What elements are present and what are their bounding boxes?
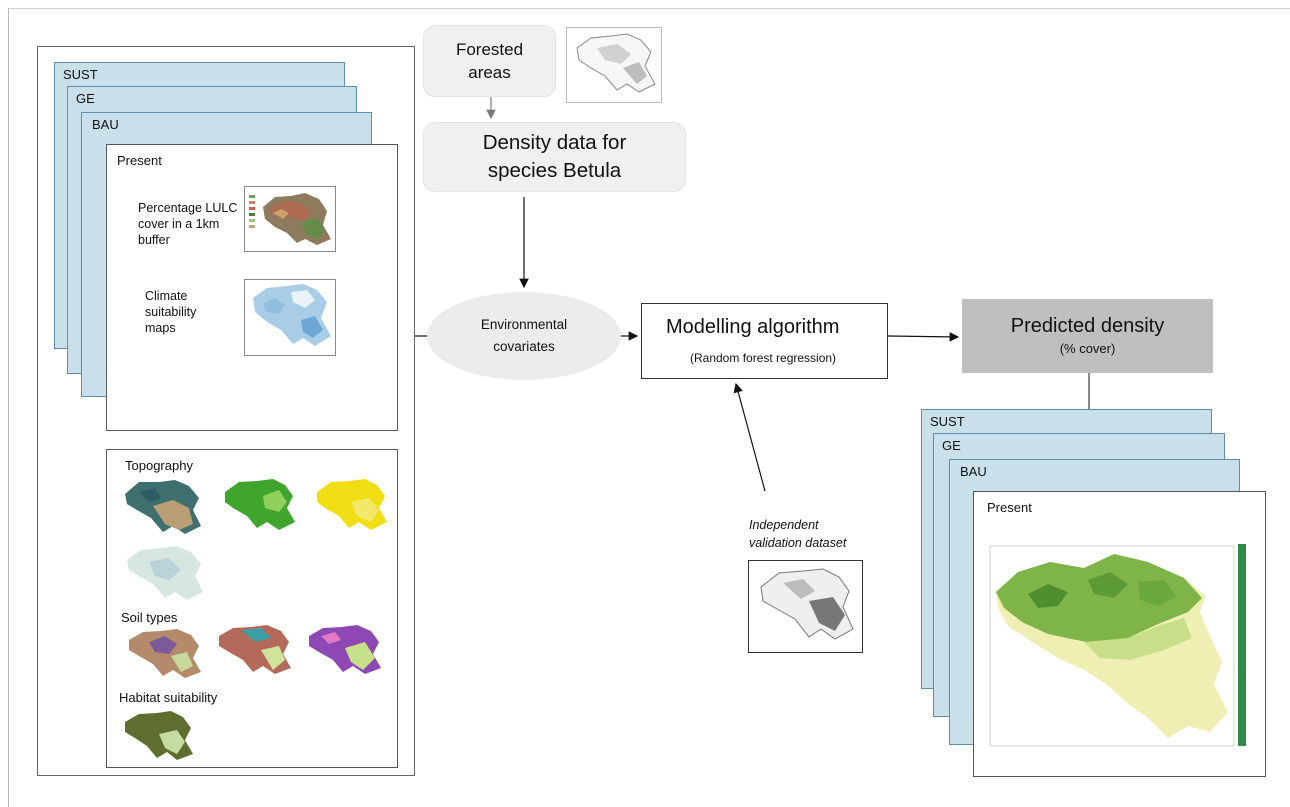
lulc-map-thumbnail bbox=[244, 186, 336, 252]
result-label-ge: GE bbox=[942, 438, 961, 453]
environmental-covariates-label: Environmental covariates bbox=[480, 317, 568, 354]
density-data-label: Density data for species Betula bbox=[482, 131, 627, 182]
result-label-bau: BAU bbox=[960, 464, 987, 479]
static-covariates-card: Topography Soil t bbox=[106, 449, 398, 768]
forested-areas-label: Forested areas bbox=[455, 40, 524, 82]
predicted-density-subtitle: (% cover) bbox=[1059, 341, 1116, 356]
arrow-model-to-predicted bbox=[887, 332, 960, 342]
modelling-algorithm-box: Modelling algorithm (Random forest regre… bbox=[641, 303, 888, 379]
validation-map-thumbnail bbox=[748, 560, 863, 653]
modelling-algorithm-title: Modelling algorithm bbox=[666, 316, 840, 338]
present-card-left: Present Percentage LULC cover in a 1km b… bbox=[106, 144, 398, 431]
forested-map-thumbnail bbox=[566, 27, 662, 103]
result-label-sust: SUST bbox=[930, 414, 965, 429]
environmental-covariates-ellipse: Environmental covariates bbox=[427, 292, 621, 380]
soil-types-label: Soil types bbox=[121, 610, 178, 625]
soil-map-3 bbox=[301, 622, 387, 678]
present-card-right: Present bbox=[973, 491, 1266, 777]
present-label-right: Present bbox=[987, 500, 1032, 515]
soil-map-1 bbox=[121, 626, 207, 682]
climate-map-thumbnail bbox=[244, 279, 336, 356]
soil-map-2 bbox=[211, 622, 297, 678]
habitat-map bbox=[119, 708, 199, 764]
scenario-label-sust: SUST bbox=[63, 67, 98, 82]
scenario-label-bau: BAU bbox=[92, 117, 119, 132]
forested-areas-box: Forested areas bbox=[423, 25, 556, 97]
arrow-validation-to-model bbox=[733, 382, 766, 492]
predicted-density-box: Predicted density (% cover) bbox=[962, 299, 1213, 373]
topography-label: Topography bbox=[125, 458, 193, 473]
topography-map-2 bbox=[215, 476, 299, 534]
density-data-box: Density data for species Betula bbox=[423, 122, 686, 192]
validation-dataset-label: Independent validation dataset bbox=[749, 518, 847, 550]
present-label-left: Present bbox=[117, 153, 162, 168]
habitat-suitability-label: Habitat suitability bbox=[119, 690, 218, 705]
topography-map-4 bbox=[119, 542, 207, 604]
scenario-label-ge: GE bbox=[76, 91, 95, 106]
modelling-algorithm-subtitle: (Random forest regression) bbox=[690, 351, 837, 365]
predicted-density-map bbox=[988, 542, 1250, 748]
climate-label: Climate suitability maps bbox=[145, 289, 197, 335]
predicted-density-title: Predicted density bbox=[1010, 315, 1165, 337]
topography-map-3 bbox=[307, 476, 391, 534]
outer-frame bbox=[8, 8, 1290, 807]
topography-map-1 bbox=[119, 476, 207, 538]
lulc-label: Percentage LULC cover in a 1km buffer bbox=[138, 201, 238, 247]
